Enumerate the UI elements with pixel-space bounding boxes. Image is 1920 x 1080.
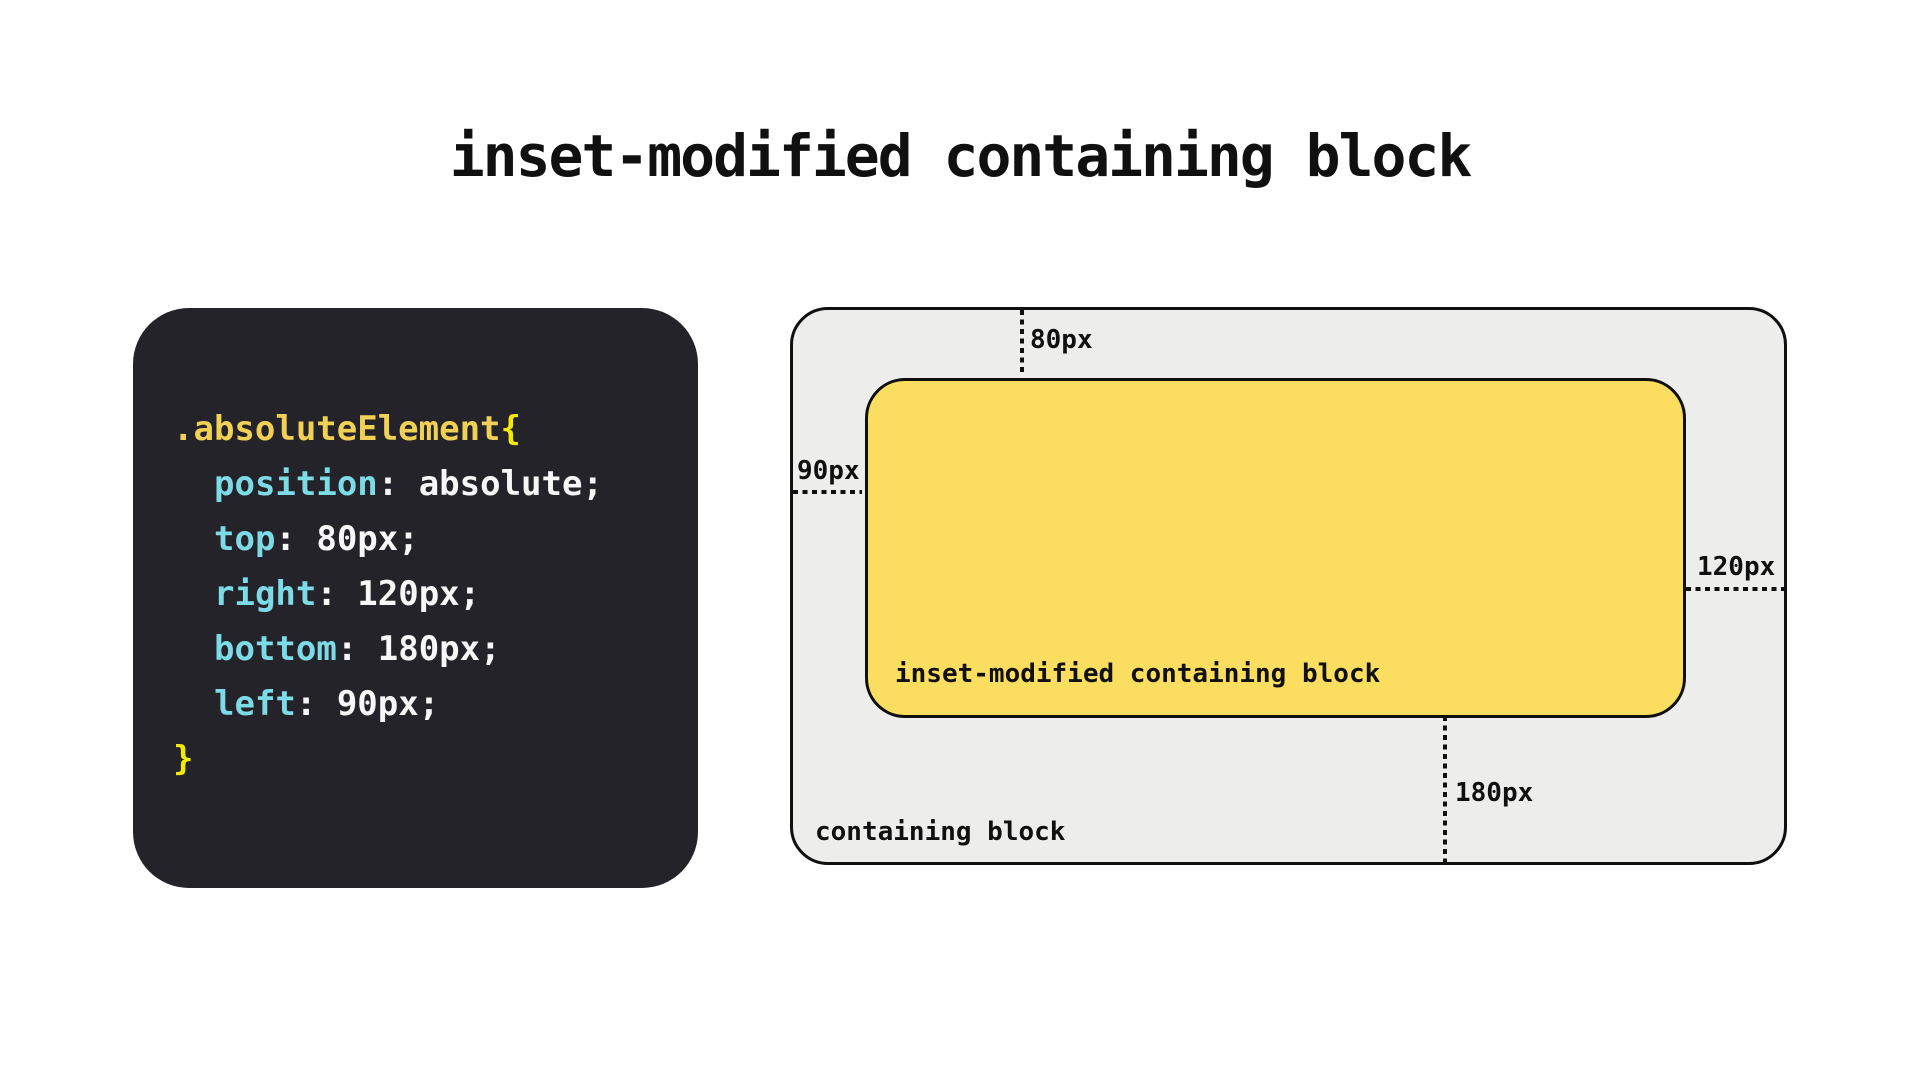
css-property-position: position [214, 464, 378, 504]
top-inset-measurement: 80px [1030, 325, 1093, 355]
css-value-bottom: : 180px; [336, 629, 501, 669]
css-property-top: top [214, 519, 276, 559]
code-line-selector: .absoluteElement{ [173, 402, 698, 457]
containing-block-label: containing block [815, 817, 1066, 847]
css-value-top: : 80px; [275, 519, 419, 559]
inset-modified-containing-block: inset-modified containing block [865, 378, 1686, 718]
code-line-bottom: bottom: 180px; [173, 622, 698, 677]
code-line-position: position: absolute; [173, 457, 698, 512]
left-inset-dotted-line [793, 490, 862, 494]
top-inset-dotted-line [1020, 310, 1024, 375]
css-property-left: left [214, 684, 296, 724]
code-line-top: top: 80px; [173, 512, 698, 567]
css-selector: .absoluteElement [173, 409, 501, 449]
right-inset-measurement: 120px [1697, 552, 1776, 582]
css-value-position: : absolute; [377, 464, 603, 504]
bottom-inset-measurement: 180px [1455, 778, 1534, 808]
css-code-panel: .absoluteElement{ position: absolute; to… [133, 308, 698, 888]
css-property-bottom: bottom [214, 629, 337, 669]
css-value-right: : 120px; [316, 574, 481, 614]
css-property-right: right [214, 574, 317, 614]
css-value-left: : 90px; [295, 684, 440, 724]
code-line-left: left: 90px; [173, 677, 698, 732]
code-line-close: } [173, 732, 698, 787]
close-brace: } [173, 739, 194, 779]
inset-block-label: inset-modified containing block [895, 659, 1381, 689]
left-inset-measurement: 90px [797, 456, 860, 486]
open-brace: { [500, 409, 521, 449]
containing-block-diagram: inset-modified containing block 80px 90p… [790, 307, 1787, 865]
page-title: inset-modified containing block [449, 122, 1473, 190]
code-line-right: right: 120px; [173, 567, 698, 622]
bottom-inset-dotted-line [1443, 716, 1447, 862]
right-inset-dotted-line [1686, 587, 1784, 591]
